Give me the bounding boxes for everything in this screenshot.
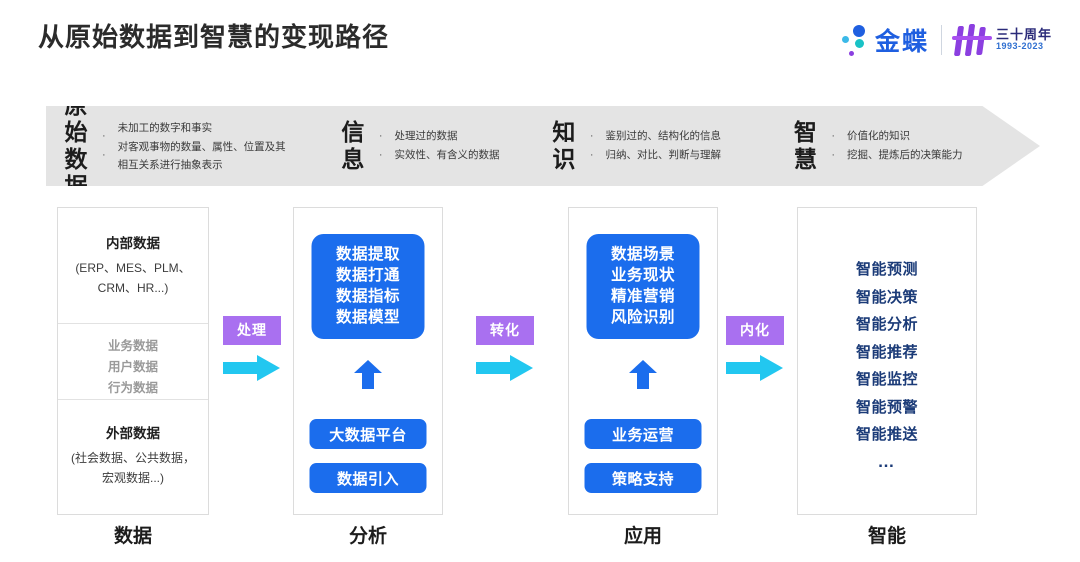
application-capability-box: 数据场景 业务现状 精准营销 风险识别: [586, 234, 700, 339]
capability-item: 风险识别: [610, 309, 675, 326]
data-internal-section: 内部数据 (ERP、MES、PLM、CRM、HR...): [58, 208, 208, 323]
banner-segment-raw-data: 原始 数据 · · 未加工的数字和事实 对客观事物的数量、属性、位置及其相互关系…: [46, 96, 337, 196]
banner-bullet: 挖掘、提炼后的决策能力: [847, 149, 963, 161]
card-data: 内部数据 (ERP、MES、PLM、CRM、HR...) 业务数据 用户数据 行…: [57, 207, 209, 515]
connector-transformation: 转化: [476, 316, 534, 382]
connector-label: 转化: [476, 316, 534, 345]
external-data-sub: (社会数据、公共数据，宏观数据...): [71, 451, 195, 485]
intelligence-list: 智能预测 智能决策 智能分析 智能推荐 智能监控 智能预警 智能推送 …: [798, 256, 976, 475]
bullet-marks: · ·: [378, 130, 383, 161]
list-ellipsis: …: [877, 451, 897, 471]
connector-internalization: 内化: [726, 316, 784, 382]
external-data-title: 外部数据: [106, 426, 160, 441]
up-arrow-icon: [353, 360, 383, 390]
analysis-pill-1[interactable]: 大数据平台: [309, 419, 427, 449]
banner-segment-wisdom: 智 慧 · · 价值化的知识 挖掘、提炼后的决策能力: [789, 106, 966, 186]
up-arrow-icon: [628, 360, 658, 390]
column-label-data: 数据: [113, 526, 152, 547]
banner-bullet: 对客观事物的数量、属性、位置及其相互关系进行抽象表示: [117, 140, 286, 171]
capability-item: 数据提取: [335, 246, 400, 263]
connector-processing: 处理: [223, 316, 281, 382]
brand-name: 金蝶: [874, 28, 929, 56]
anniversary-mark-icon: [951, 23, 992, 57]
banner-bullet: 归纳、对比、判断与理解: [605, 149, 722, 161]
right-arrow-icon: [476, 354, 534, 382]
banner-bullet: 未加工的数字和事实: [117, 121, 213, 134]
card-intelligence: 智能预测 智能决策 智能分析 智能推荐 智能监控 智能预警 智能推送 …: [797, 207, 977, 515]
bullet-marks: · ·: [102, 130, 106, 161]
list-item: 智能推送: [855, 426, 918, 443]
column-label-intelligence: 智能: [867, 526, 906, 547]
data-middle-section: 业务数据 用户数据 行为数据: [58, 323, 208, 400]
list-item: 智能分析: [855, 316, 918, 333]
banner-segment-knowledge: 知 识 · · 鉴别过的、结构化的信息 归纳、对比、判断与理解: [548, 106, 789, 186]
anniversary-text: 三十周年 1993-2023: [995, 26, 1052, 52]
capability-item: 数据打通: [335, 267, 400, 284]
analysis-capability-box: 数据提取 数据打通 数据指标 数据模型: [311, 234, 425, 339]
analysis-pill-2[interactable]: 数据引入: [309, 463, 427, 493]
list-item: 智能决策: [855, 288, 918, 306]
internal-data-sub: (ERP、MES、PLM、CRM、HR...): [75, 261, 191, 295]
capability-item: 数据指标: [335, 288, 400, 305]
bullet-marks: · ·: [831, 130, 835, 161]
kingdee-dots-icon: [839, 23, 873, 57]
banner-segment-kanji: 信 息: [341, 118, 365, 172]
card-analysis: 数据提取 数据打通 数据指标 数据模型 大数据平台 数据引入: [293, 207, 443, 515]
brand-divider: [940, 25, 942, 55]
column-label-analysis: 分析: [348, 526, 387, 547]
capability-item: 数据模型: [335, 309, 400, 326]
banner-segment-kanji: 智 慧: [793, 118, 817, 172]
list-item: 智能预警: [855, 398, 918, 416]
dikw-banner-arrow: 原始 数据 · · 未加工的数字和事实 对客观事物的数量、属性、位置及其相互关系…: [46, 96, 1040, 196]
banner-bullet: 鉴别过的、结构化的信息: [605, 130, 722, 142]
banner-segment-kanji: 知 识: [552, 118, 576, 172]
anniversary-label: 三十周年: [995, 26, 1052, 42]
card-application: 数据场景 业务现状 精准营销 风险识别 业务运营 策略支持: [568, 207, 718, 515]
capability-item: 精准营销: [610, 288, 675, 305]
banner-segment-information: 信 息 · · 处理过的数据 实效性、有含义的数据: [337, 106, 548, 186]
list-item: 行为数据: [107, 381, 158, 395]
list-item: 业务数据: [107, 339, 158, 353]
page-title: 从原始数据到智慧的变现路径: [38, 22, 390, 52]
list-item: 智能预测: [855, 261, 918, 278]
connector-label: 处理: [223, 316, 281, 345]
capability-item: 业务现状: [610, 267, 675, 284]
data-external-section: 外部数据 (社会数据、公共数据，宏观数据...): [58, 400, 208, 514]
list-item: 智能监控: [855, 371, 918, 388]
list-item: 用户数据: [107, 360, 158, 374]
banner-bullet: 实效性、有含义的数据: [394, 149, 500, 161]
banner-bullet: 价值化的知识: [847, 130, 910, 142]
right-arrow-icon: [726, 354, 784, 382]
bullet-marks: · ·: [589, 130, 594, 161]
brand-logo: 金蝶 三十周年 1993-2023: [839, 20, 1052, 60]
banner-bullet: 处理过的数据: [394, 130, 458, 142]
right-arrow-icon: [223, 354, 281, 382]
connector-label: 内化: [726, 316, 784, 345]
application-pill-2[interactable]: 策略支持: [584, 463, 702, 493]
anniversary-years: 1993-2023: [995, 41, 1044, 52]
capability-item: 数据场景: [610, 246, 675, 263]
internal-data-title: 内部数据: [106, 236, 160, 251]
list-item: 智能推荐: [855, 343, 918, 361]
column-label-application: 应用: [623, 526, 662, 547]
banner-segment-kanji: 原始 数据: [64, 91, 88, 200]
application-pill-1[interactable]: 业务运营: [584, 419, 702, 449]
